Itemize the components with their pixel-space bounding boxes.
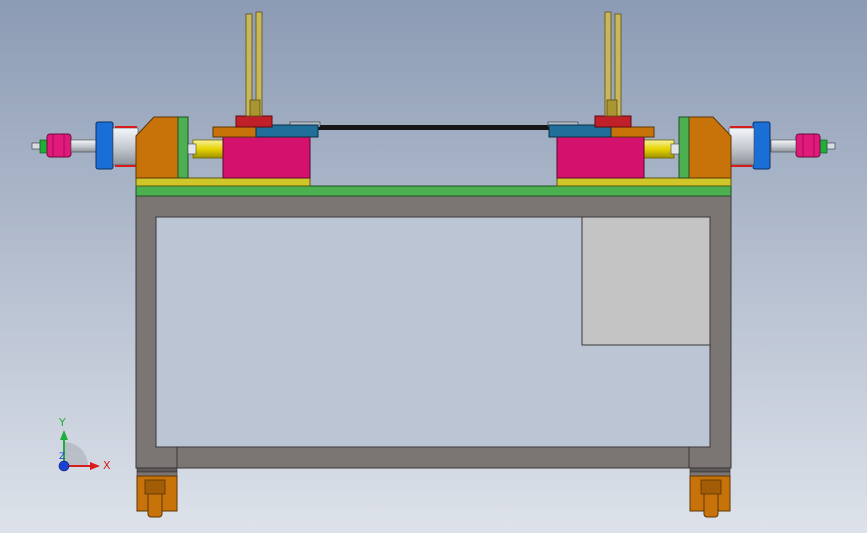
right-foot (689, 467, 731, 518)
right-cylinder (728, 121, 836, 170)
right-gripper-jaws (604, 11, 622, 117)
left-connector (235, 115, 273, 128)
left-rail (135, 177, 311, 187)
left-guide-pin (192, 139, 224, 159)
y-axis-arrow (60, 430, 68, 440)
left-bracket-plate (177, 116, 189, 179)
base-plate (135, 185, 732, 197)
left-gripper-jaws (245, 11, 263, 117)
left-slide-block (222, 136, 311, 179)
left-arm (255, 124, 319, 138)
x-axis-label: X (103, 459, 111, 472)
left-clamp-assembly (31, 11, 319, 179)
right-arm (548, 124, 612, 138)
frame-bottom-rail (176, 446, 690, 469)
right-rail (556, 177, 732, 187)
right-clamp-assembly (548, 11, 836, 179)
left-cylinder (31, 121, 139, 170)
z-axis-label: Z (59, 452, 65, 462)
frame (135, 195, 732, 469)
right-guide-pin (643, 139, 675, 159)
triad-arc (64, 442, 88, 466)
connecting-rod (318, 125, 550, 130)
right-bracket-plate (678, 116, 690, 179)
left-foot (136, 467, 178, 518)
control-panel (581, 216, 711, 346)
z-axis-dot (58, 460, 70, 472)
right-connector (594, 115, 632, 128)
axis-triad: Y X Z (58, 416, 111, 472)
right-slide-block (556, 136, 645, 179)
y-axis-label: Y (58, 416, 66, 429)
x-axis-arrow (90, 462, 100, 470)
